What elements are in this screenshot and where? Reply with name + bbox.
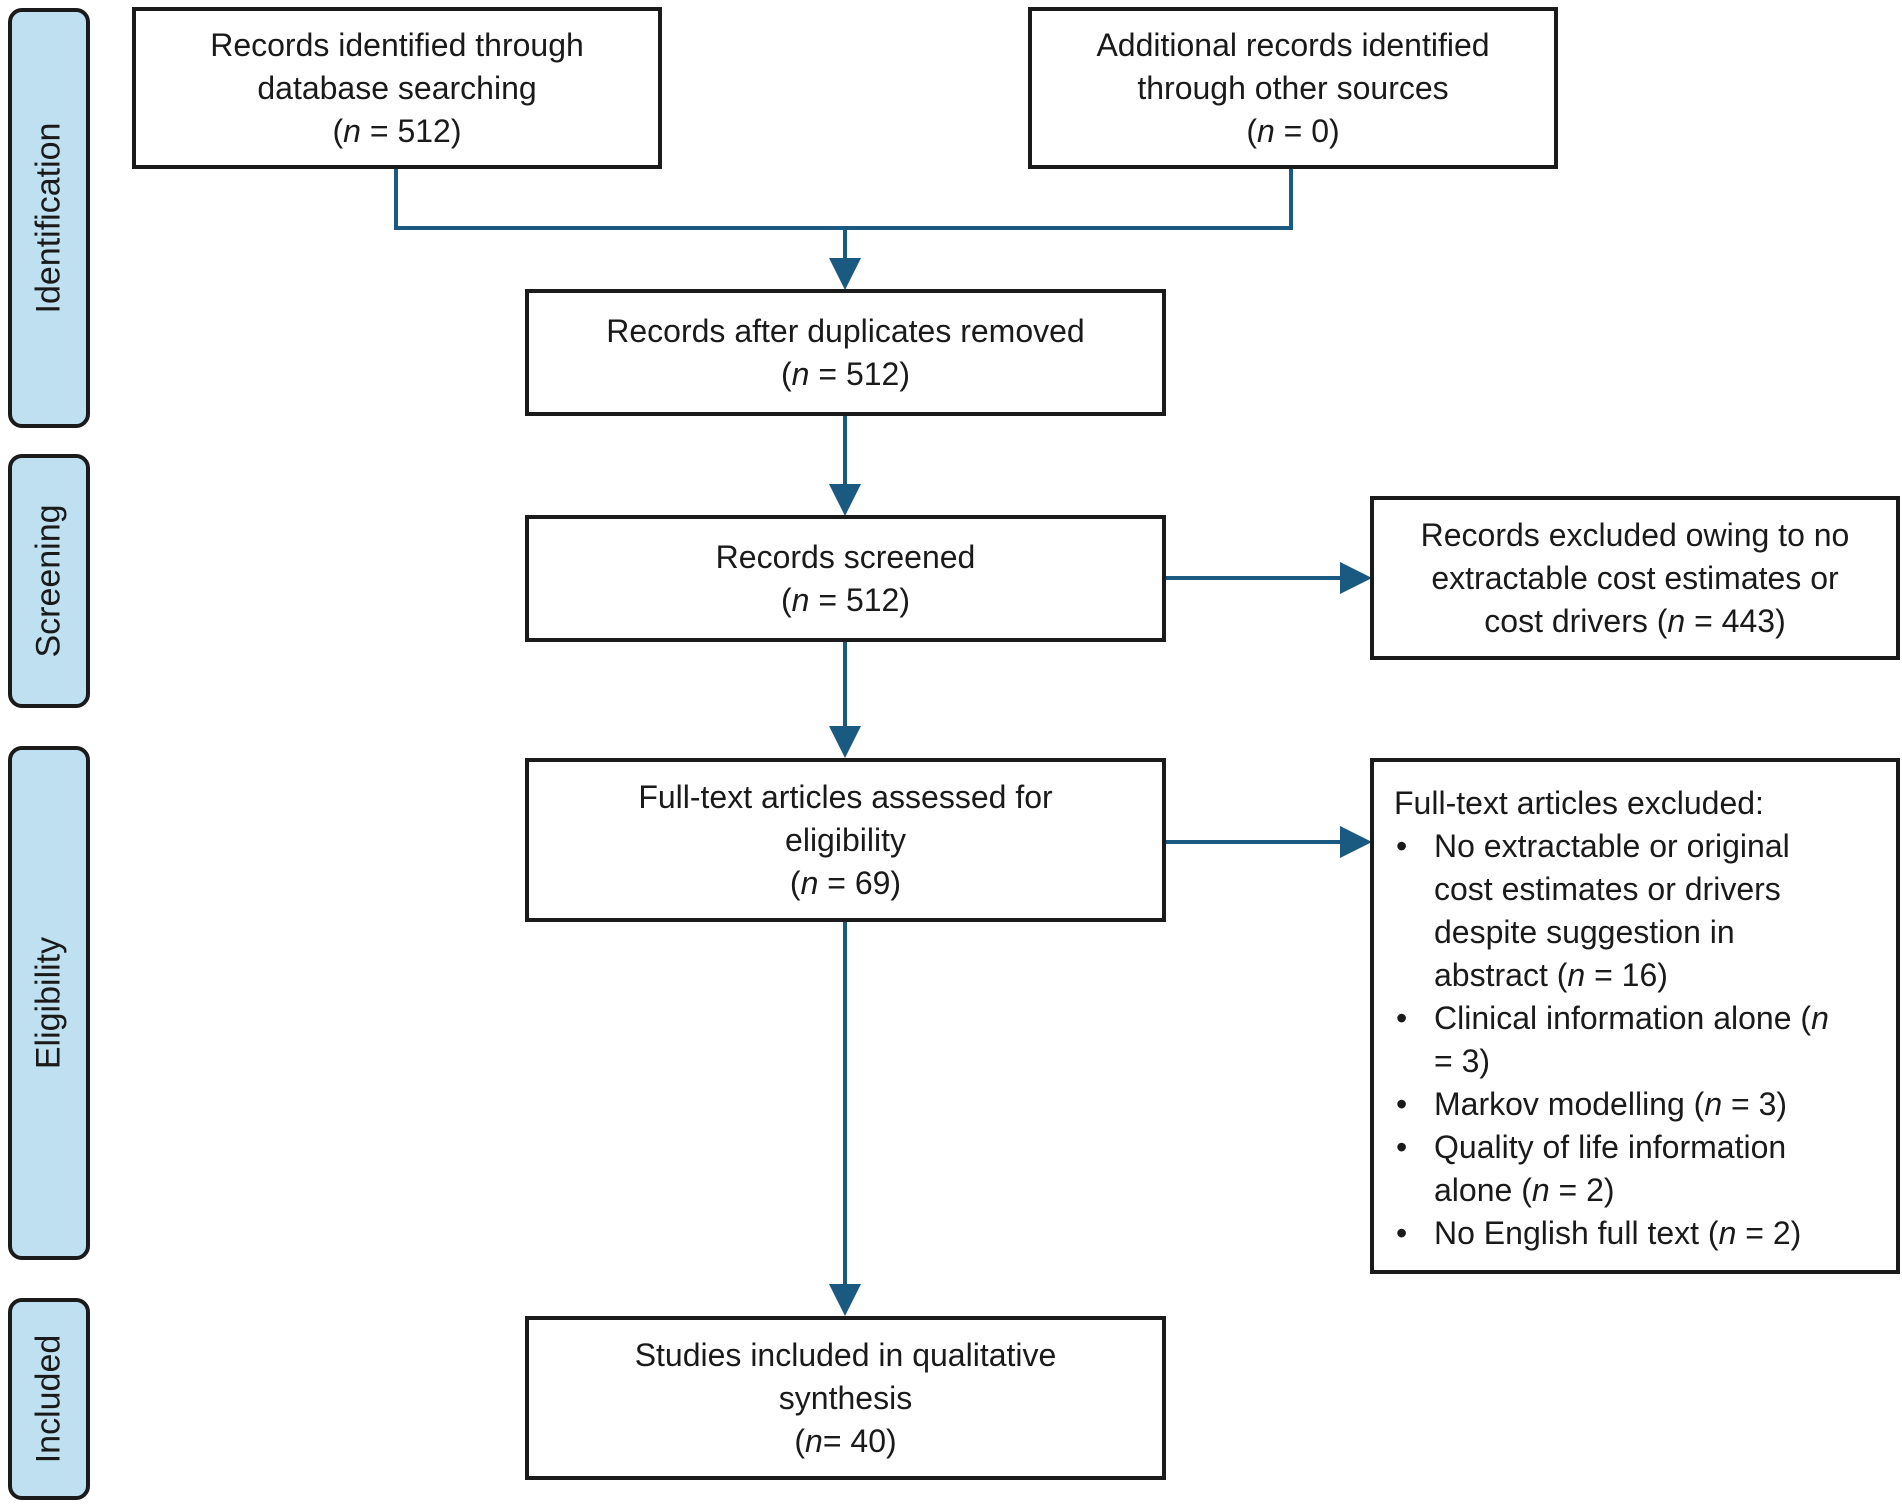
- phase-identification: Identification: [8, 8, 90, 428]
- box-screening-exclusion: Records excluded owing to no extractable…: [1370, 496, 1900, 660]
- box-records-screened: Records screened (n = 512): [525, 515, 1166, 642]
- merge-connector: [394, 168, 1293, 230]
- box-database-records-count: (n = 512): [332, 112, 462, 149]
- exclusion-item-no-english: No English full text (n = 2): [1394, 1212, 1829, 1255]
- box-studies-included: Studies included in qualitative synthesi…: [525, 1316, 1166, 1480]
- box-fulltext-assessed-line-2: eligibility: [785, 821, 906, 858]
- box-fulltext-assessed-count: (n = 69): [789, 864, 902, 901]
- exclusion-item-markov: Markov modelling (n = 3): [1394, 1083, 1829, 1126]
- box-other-records-line-1: Additional records identified: [1096, 26, 1490, 63]
- box-studies-included-line-1: Studies included in qualitative: [634, 1336, 1057, 1373]
- phase-included: Included: [8, 1298, 90, 1500]
- box-records-screened-count: (n = 512): [781, 581, 910, 618]
- box-fulltext-assessed: Full-text articles assessed for eligibil…: [525, 758, 1166, 922]
- box-studies-included-count: (n= 40): [794, 1422, 897, 1459]
- exclusion-item-quality-of-life: Quality of life information alone (n = 2…: [1394, 1126, 1829, 1212]
- box-duplicates-removed: Records after duplicates removed (n = 51…: [525, 289, 1166, 416]
- exclusion-item-1-line-3: despite suggestion in: [1434, 914, 1735, 950]
- exclusion-item-5-count: No English full text (n = 2): [1434, 1215, 1802, 1251]
- box-database-records: Records identified through database sear…: [132, 7, 662, 169]
- exclusion-item-clinical-info: Clinical information alone (n = 3): [1394, 997, 1829, 1083]
- box-duplicates-removed-count: (n = 512): [781, 355, 910, 392]
- box-fulltext-assessed-line-1: Full-text articles assessed for: [638, 778, 1053, 815]
- exclusion-item-1-line-1: No extractable or original: [1434, 828, 1790, 864]
- box-records-screened-line-1: Records screened: [715, 538, 976, 575]
- box-other-records-count: (n = 0): [1246, 112, 1340, 149]
- box-fulltext-exclusion: Full-text articles excluded: No extracta…: [1370, 758, 1900, 1274]
- exclusion-item-4-line-1: Quality of life information: [1434, 1129, 1787, 1165]
- fulltext-exclusion-list: No extractable or original cost estimate…: [1394, 825, 1829, 1255]
- exclusion-item-2-count: = 3): [1434, 1043, 1491, 1079]
- phase-eligibility: Eligibility: [8, 746, 90, 1260]
- exclusion-item-1-line-2: cost estimates or drivers: [1434, 871, 1781, 907]
- box-other-records: Additional records identified through ot…: [1028, 7, 1558, 169]
- screening-exclusion-line-2: extractable cost estimates or: [1431, 559, 1839, 596]
- box-duplicates-removed-line-1: Records after duplicates removed: [606, 312, 1085, 349]
- fulltext-exclusion-heading: Full-text articles excluded:: [1394, 785, 1764, 821]
- box-other-records-line-2: through other sources: [1137, 69, 1449, 106]
- exclusion-item-no-extractable: No extractable or original cost estimate…: [1394, 825, 1829, 997]
- exclusion-item-1-count: abstract (n = 16): [1434, 957, 1668, 993]
- exclusion-item-2-line-1: Clinical information alone (n: [1434, 1000, 1829, 1036]
- screening-exclusion-line-1: Records excluded owing to no: [1420, 516, 1850, 553]
- phase-screening: Screening: [8, 454, 90, 708]
- screening-exclusion-count: cost drivers (n = 443): [1484, 602, 1786, 639]
- exclusion-item-4-count: alone (n = 2): [1434, 1172, 1615, 1208]
- box-database-records-line-1: Records identified through: [210, 26, 584, 63]
- box-studies-included-line-2: synthesis: [778, 1379, 913, 1416]
- exclusion-item-3-count: Markov modelling (n = 3): [1434, 1086, 1788, 1122]
- box-database-records-line-2: database searching: [257, 69, 537, 106]
